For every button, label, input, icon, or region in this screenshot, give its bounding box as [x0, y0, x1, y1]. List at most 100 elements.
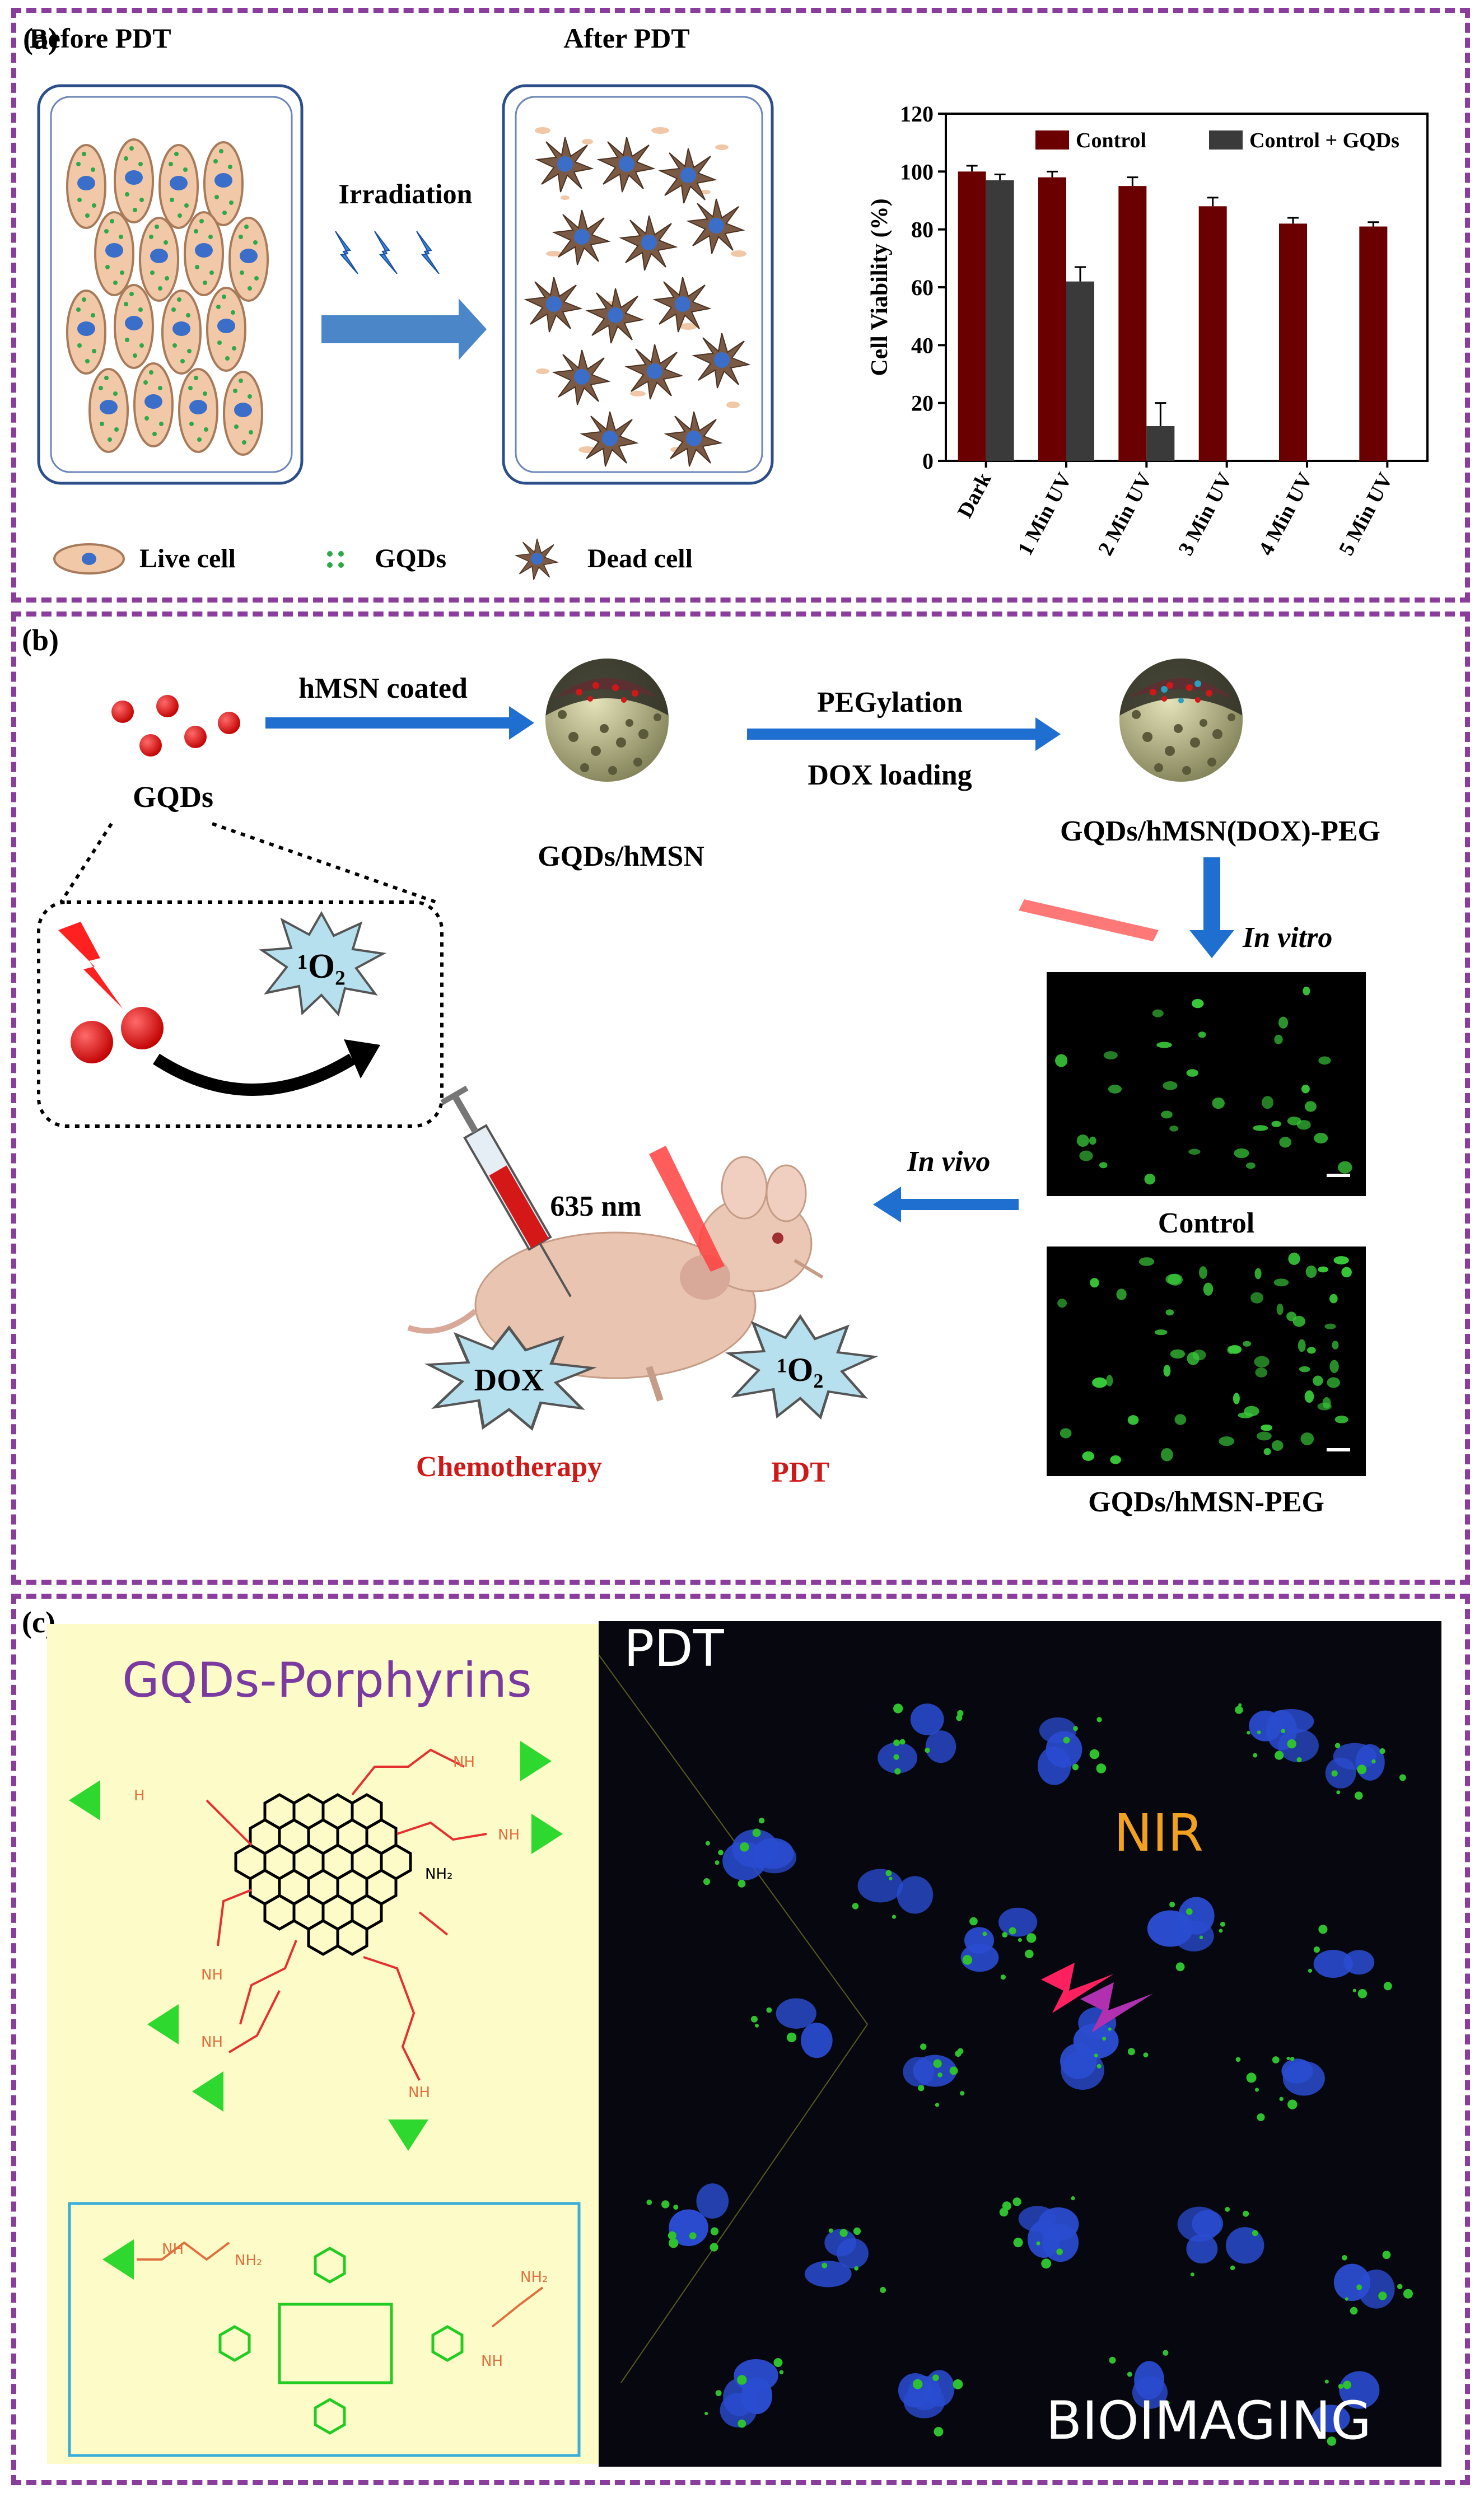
bar-control-gqds — [1146, 426, 1175, 461]
fluorescent-cell — [1263, 1448, 1271, 1455]
porphyrin-legend-box — [68, 2202, 581, 2457]
green-spot — [1056, 2248, 1063, 2256]
legend-gqds: GQDs — [327, 544, 446, 573]
green-spot — [786, 2032, 797, 2043]
green-spot — [1219, 1929, 1223, 1933]
green-spot — [1247, 1730, 1250, 1735]
green-spot — [1272, 2056, 1280, 2064]
nucleus — [776, 1998, 816, 2029]
legend-nh: NH — [162, 2241, 184, 2258]
green-spot — [937, 2072, 942, 2078]
green-spot — [889, 1876, 893, 1880]
bar-control — [1118, 186, 1147, 461]
green-spot — [1143, 2052, 1149, 2058]
green-spot — [1012, 2197, 1021, 2206]
fluorescent-cell — [1154, 1329, 1168, 1336]
y-tick-label: 80 — [911, 217, 934, 242]
green-spot — [1186, 1908, 1193, 1915]
green-spot — [1371, 1759, 1376, 1764]
fluorescent-cell — [1292, 1315, 1305, 1327]
singlet-oxygen-box — [37, 900, 444, 1128]
porphyrin-structure — [220, 2248, 544, 2433]
green-spot — [982, 1931, 987, 1936]
y-tick-label: 60 — [911, 275, 934, 300]
green-spot — [1096, 1763, 1107, 1773]
fluorescent-cell — [1271, 1121, 1281, 1127]
fluorescent-cell — [1250, 1292, 1263, 1304]
fluorescent-cell — [1170, 1349, 1186, 1359]
fluorescent-cell — [1165, 1274, 1182, 1285]
fluorescent-cell — [1076, 1135, 1089, 1147]
x-tick-label: 5 Min UV — [1334, 469, 1398, 559]
fluorescent-cell — [1341, 1267, 1352, 1278]
y-tick-label: 120 — [900, 101, 934, 127]
nucleus — [753, 1838, 794, 1869]
fluorescent-cell — [1203, 1282, 1214, 1296]
green-spot — [1169, 1902, 1175, 1908]
fluorescent-cell — [1099, 1162, 1108, 1169]
green-spot — [1000, 1974, 1006, 1980]
panel-b-tag: (b) — [22, 623, 59, 657]
green-spot — [673, 2205, 679, 2210]
fluorescent-cell — [1212, 1097, 1225, 1109]
fluorescent-cell — [1233, 1393, 1240, 1404]
legend-live-cell-label: Live cell — [139, 544, 236, 573]
green-spot — [1338, 2383, 1343, 2389]
nucleus — [1313, 1949, 1353, 1978]
linker-nh-4: NH — [408, 2084, 430, 2101]
panel-c-canvas: (c) GQDs-Porphyrins NH NH NH NH NH H NH₂ — [22, 1605, 1441, 2467]
fluorescent-cell — [1338, 1161, 1352, 1174]
green-spot — [1281, 1729, 1285, 1734]
green-spot — [932, 2374, 939, 2382]
green-spot — [1331, 1770, 1338, 1777]
green-spot — [893, 1739, 900, 1747]
green-spot — [1257, 1730, 1261, 1734]
gqd-ball-1 — [71, 1021, 113, 1063]
green-spot — [1036, 2241, 1040, 2245]
fluorescent-cell — [1152, 1009, 1164, 1017]
fluorescent-cell — [1262, 1096, 1274, 1109]
fluorescent-cell — [1144, 1173, 1156, 1185]
green-spot — [661, 2200, 670, 2209]
porphyrin-panel — [47, 1624, 607, 2464]
green-spot — [1275, 1750, 1284, 1760]
green-spot — [1163, 2350, 1169, 2356]
gqds-hmsn-peg-fluorescence — [1057, 1252, 1352, 1464]
dox-label: DOX — [474, 1363, 544, 1398]
green-spot — [766, 2007, 772, 2013]
nucleus — [1061, 2050, 1104, 2090]
fluorescent-cell — [1303, 986, 1310, 996]
green-spot — [957, 2048, 964, 2055]
dead-cell-cluster — [525, 137, 749, 467]
linker-nh-3: NH — [201, 2034, 223, 2051]
legend-live-cell: Live cell — [53, 543, 236, 575]
fluorescent-cell — [1082, 1451, 1095, 1461]
green-spot — [934, 2427, 944, 2437]
green-spot — [962, 1955, 973, 1965]
fluorescent-cell — [1169, 1126, 1179, 1132]
bar-control — [1038, 177, 1066, 461]
green-spot — [1002, 1932, 1008, 1938]
green-spot — [894, 1768, 901, 1775]
fluorescent-cell — [1288, 1252, 1300, 1265]
legend-dead-cell-label: Dead cell — [587, 544, 693, 573]
green-spot — [1356, 2284, 1362, 2290]
green-fluorescence — [646, 1703, 1413, 2446]
green-spot — [1382, 2251, 1391, 2259]
energy-transfer-arrow — [153, 1053, 356, 1096]
fluorescent-cell — [1334, 1416, 1348, 1423]
nucleus — [720, 2393, 757, 2427]
green-spot — [1334, 1743, 1341, 1749]
fluorescent-cell — [1278, 1016, 1289, 1029]
lightning-icon — [335, 231, 440, 274]
fluorescent-cell — [1127, 1415, 1139, 1425]
green-spot — [960, 2090, 965, 2096]
green-spot — [1166, 2401, 1170, 2405]
green-spot — [852, 1903, 859, 1910]
linker-nh-1: NH — [453, 1754, 475, 1771]
y-tick-label: 100 — [900, 159, 934, 184]
green-spot — [1327, 2436, 1337, 2446]
in-vivo-arrow — [873, 1187, 1019, 1222]
green-spot — [752, 1828, 761, 1837]
gqds-hmsn-label: GQDs/hMSN — [538, 841, 704, 872]
